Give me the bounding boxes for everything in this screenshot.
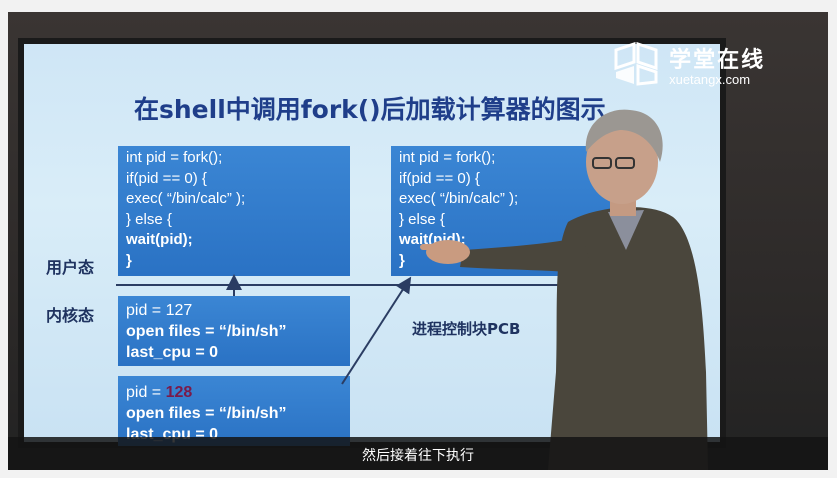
kernel-mode-label: 内核态 [46,306,95,325]
code-line: } else { [399,210,445,228]
pcb-label: 进程控制块PCB [412,320,521,338]
pcb-box-child: pid = 128 open files = “/bin/sh” last_cp… [118,376,350,446]
subtitle-text: 然后接着往下执行 [362,448,474,464]
pcb-last-cpu: last_cpu = 0 [126,344,219,361]
code-line: } [126,251,132,269]
logo-text-cn: 学堂在线 [669,48,766,73]
code-line: int pid = fork(); [399,149,496,166]
code-line: int pid = fork(); [126,149,223,166]
pcb-open-files: open files = “/bin/sh” [126,323,287,340]
pcb-pid: pid = 128 [126,382,342,403]
logo-text-en: xuetangx.com [669,72,751,87]
code-box-left: int pid = fork(); if(pid == 0) { exec( “… [118,146,350,276]
code-line: exec( “/bin/calc” ); [126,190,246,207]
xuetangx-logo-icon [614,42,658,86]
pcb-pid: pid = 127 [126,302,193,319]
pcb-pid-value: 128 [165,384,193,401]
presenter-figure [420,109,708,470]
pcb-pid-prefix: pid = [126,384,166,401]
pcb-box-parent: pid = 127 open files = “/bin/sh” last_cp… [118,296,350,366]
user-mode-label: 用户态 [46,258,95,277]
subtitle-bar: 然后接着往下执行 [8,437,828,470]
arrows-overlay [226,274,412,385]
code-line: if(pid == 0) { [126,169,207,187]
xuetangx-logo: 学堂在线 xuetangx.com [612,42,765,87]
code-line: } [399,251,405,269]
pcb-open-files: open files = “/bin/sh” [126,405,287,422]
code-line: exec( “/bin/calc” ); [399,190,519,207]
video-frame[interactable]: 在shell中调用fork()后加载计算器的图示 int pid = fork(… [8,12,828,470]
code-line: if(pid == 0) { [399,169,480,187]
mode-divider-line [116,284,616,286]
code-line: } else { [126,210,172,228]
slide-title: 在shell中调用fork()后加载计算器的图示 [134,95,606,124]
arrow-child-up [341,276,412,385]
code-line: wait(pid); [126,231,193,248]
